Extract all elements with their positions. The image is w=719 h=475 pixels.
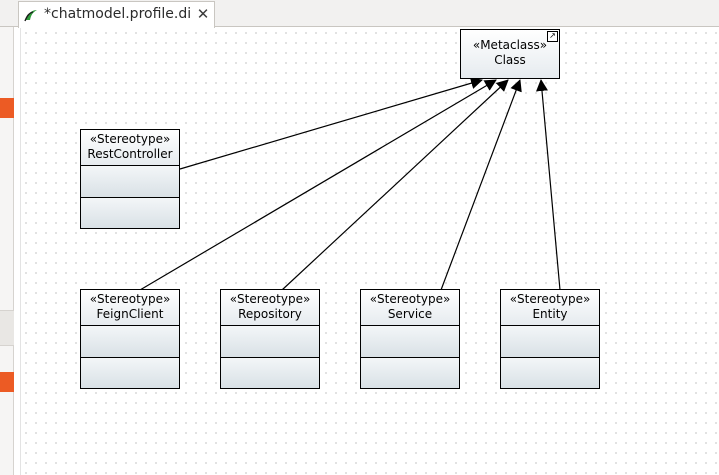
metaclass-stereotype-label: «Metaclass» — [472, 38, 548, 52]
attributes-compartment[interactable] — [221, 326, 319, 358]
edge-service-class — [440, 79, 522, 291]
stereotype-header: «Stereotype» Service — [361, 290, 459, 326]
attributes-compartment[interactable] — [81, 326, 179, 358]
operations-compartment[interactable] — [81, 198, 179, 228]
stereotype-name: FeignClient — [96, 307, 164, 321]
operations-compartment[interactable] — [221, 358, 319, 388]
stereotype-feignclient-box[interactable]: «Stereotype» FeignClient — [80, 289, 180, 389]
stereotype-service-box[interactable]: «Stereotype» Service — [360, 289, 460, 389]
attributes-compartment[interactable] — [81, 166, 179, 198]
stereotype-keyword: «Stereotype» — [369, 292, 451, 306]
edge-restcontroller-class — [179, 77, 483, 170]
stereotype-name: Service — [387, 307, 433, 321]
attributes-compartment[interactable] — [361, 326, 459, 358]
stereotype-name: Repository — [238, 307, 302, 321]
stereotype-keyword: «Stereotype» — [509, 292, 591, 306]
diagram-canvas[interactable] — [20, 28, 719, 475]
metaclass-header: «Metaclass» Class — [461, 30, 559, 78]
stereotype-keyword: «Stereotype» — [229, 292, 311, 306]
panel-separator[interactable] — [0, 310, 14, 346]
stereotype-name: Entity — [532, 307, 568, 321]
operations-compartment[interactable] — [501, 358, 599, 388]
stereotype-header: «Stereotype» RestController — [81, 130, 179, 166]
stereotype-header: «Stereotype» Entity — [501, 290, 599, 326]
editor-tab-bar: *chatmodel.profile.di ✕ — [0, 0, 719, 28]
edge-entity-class — [536, 79, 561, 291]
papyrus-diagram-icon — [23, 7, 39, 23]
stereotype-keyword: «Stereotype» — [89, 132, 171, 146]
metaclass-name-label: Class — [494, 53, 526, 67]
panel-marker — [0, 98, 14, 118]
edge-feignclient-class — [139, 79, 497, 291]
stereotype-header: «Stereotype» Repository — [221, 290, 319, 326]
stereotype-entity-box[interactable]: «Stereotype» Entity — [500, 289, 600, 389]
operations-compartment[interactable] — [81, 358, 179, 388]
attributes-compartment[interactable] — [501, 326, 599, 358]
stereotype-keyword: «Stereotype» — [89, 292, 171, 306]
stereotype-restcontroller-box[interactable]: «Stereotype» RestController — [80, 129, 180, 229]
stereotype-name: RestController — [87, 147, 173, 161]
close-icon[interactable]: ✕ — [196, 5, 210, 23]
shortcut-arrow-icon: ↗ — [547, 31, 558, 42]
stereotype-repository-box[interactable]: «Stereotype» Repository — [220, 289, 320, 389]
tab-title: *chatmodel.profile.di — [44, 6, 192, 22]
left-panel-edge — [0, 27, 14, 475]
operations-compartment[interactable] — [361, 358, 459, 388]
stereotype-header: «Stereotype» FeignClient — [81, 290, 179, 326]
metaclass-class-box[interactable]: «Metaclass» Class ↗ — [460, 29, 560, 79]
panel-marker — [0, 372, 14, 392]
edge-repository-class — [281, 79, 509, 291]
editor-tab-chatmodel-profile[interactable]: *chatmodel.profile.di ✕ — [18, 1, 215, 28]
